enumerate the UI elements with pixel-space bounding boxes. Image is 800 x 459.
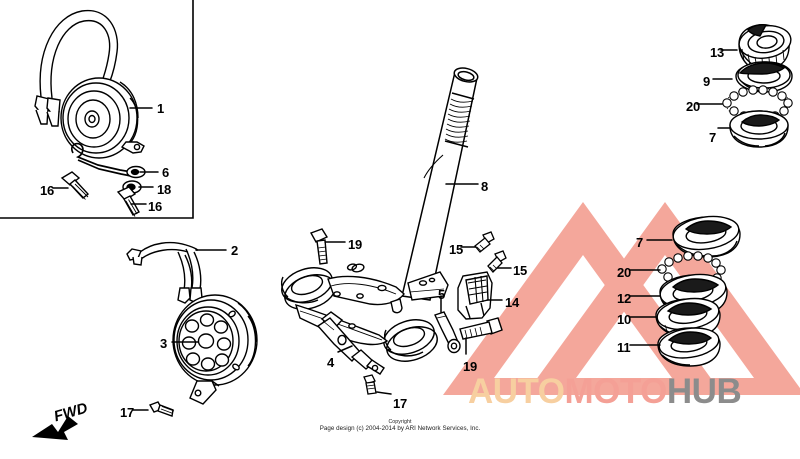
inset-border xyxy=(0,0,194,219)
part-4-lower-bracket-stay xyxy=(316,311,385,375)
copyright-title: Copyright xyxy=(388,419,412,425)
part-17-screw-a xyxy=(148,401,175,417)
callout-bolt-fork-pinch-lower: 19 xyxy=(463,359,478,374)
leader-lower-bracket-stay xyxy=(337,345,353,353)
part-7-ball-race-lower xyxy=(672,215,741,258)
callout-bolt-upper-b: 15 xyxy=(513,263,528,278)
callout-horn-stay-wire: 6 xyxy=(162,165,170,180)
part-3-horn-assembly-grille xyxy=(172,294,258,405)
callout-lower-bracket-stay: 4 xyxy=(327,355,335,370)
callout-bolt-fork-pinch-upper: 19 xyxy=(348,237,363,252)
watermark-moto: MOTO xyxy=(564,372,668,411)
part-19-bolt-b xyxy=(459,317,503,340)
part-2-horn-wire-lead xyxy=(126,241,203,304)
watermark-wordmark: AUTOMOTOHUB xyxy=(468,372,742,412)
callout-dust-seal-lower: 11 xyxy=(617,340,631,355)
callout-steel-ball-retainer-upper: 20 xyxy=(686,99,701,114)
part-11-dust-seal-lower xyxy=(657,327,721,367)
callout-horn-assembly-grille: 3 xyxy=(160,336,168,351)
fwd-arrow-icon xyxy=(32,416,78,440)
callout-bolt-upper-a: 15 xyxy=(449,242,464,257)
part-15-bolt-a xyxy=(474,231,495,253)
callout-steering-head-top-thread: 13 xyxy=(710,45,725,60)
part-17-screw-b xyxy=(363,374,377,395)
copyright-block: Copyright Page design (c) 2004-2014 by A… xyxy=(0,419,800,433)
leader-screw-lower-center xyxy=(376,391,392,395)
part-19-bolt-a xyxy=(309,228,329,265)
part-7-ball-race-upper xyxy=(729,110,789,148)
part-5-cable-clamp-link xyxy=(434,311,461,354)
callout-horn-mount-bolt-a: 16 xyxy=(40,183,55,198)
part-6-horn-stay-wire xyxy=(71,142,146,179)
callout-horn-mount-bolt-b: 16 xyxy=(148,199,163,214)
callout-screw-lower-left: 17 xyxy=(120,405,135,420)
part-16-bolt-a xyxy=(60,171,90,200)
callout-cone-race-lower: 12 xyxy=(617,291,632,306)
callout-leader-lines xyxy=(52,49,738,411)
callout-washer-collar: 18 xyxy=(157,182,172,197)
part-8-steering-stem xyxy=(401,67,479,301)
watermark-hub: HUB xyxy=(666,372,742,411)
part-15-bolt-b xyxy=(487,250,507,273)
callout-cable-guide-holder: 14 xyxy=(505,295,520,310)
callout-screw-lower-center: 17 xyxy=(393,396,408,411)
watermark-auto: AUTO xyxy=(468,372,565,411)
callout-horn-assembly-flat: 1 xyxy=(157,101,165,116)
callout-horn-wire-lead: 2 xyxy=(231,243,239,258)
watermark-mark xyxy=(443,202,800,395)
part-10-ball-retainer-lower xyxy=(655,297,721,339)
callout-ball-race-outer-upper: 7 xyxy=(709,130,717,145)
part-9-top-cone-race xyxy=(735,61,793,93)
fork-bridge-assembly xyxy=(280,263,449,362)
callout-steel-ball-retainer-lower: 10 xyxy=(617,312,632,327)
callout-ball-race-outer-lower: 7 xyxy=(636,235,644,250)
callout-top-cone-race: 9 xyxy=(703,74,711,89)
callout-steering-stem-threaded: 8 xyxy=(481,179,489,194)
callout-steel-ball-set-lower: 20 xyxy=(617,265,632,280)
part-1-horn-assembly xyxy=(34,9,145,159)
part-14-cable-guide-holder xyxy=(457,271,493,320)
part-16-bolt-b xyxy=(116,186,140,217)
callout-cable-clamp-link: 5 xyxy=(438,287,446,302)
copyright-line: Page design (c) 2004-2014 by ARI Network… xyxy=(319,425,481,432)
